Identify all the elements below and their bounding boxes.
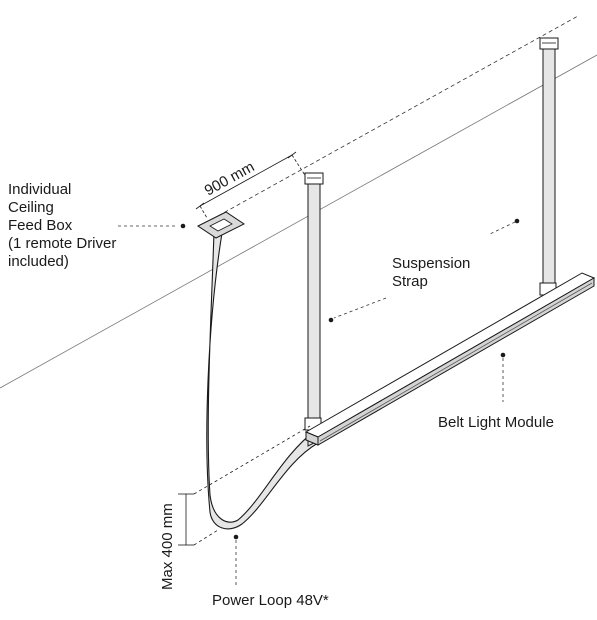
ceiling-feed-box	[197, 211, 245, 239]
feed-box-label: Individual Ceiling Feed Box (1 remote Dr…	[8, 181, 117, 270]
right-suspension-strap	[539, 37, 559, 307]
leader-lines	[118, 221, 516, 586]
power-loop-label: Power Loop 48V*	[212, 592, 329, 609]
left-suspension-strap	[304, 172, 324, 447]
belt-light-module-label: Belt Light Module	[438, 414, 554, 431]
power-loop-cable	[206, 230, 319, 530]
suspension-strap-label: Suspension Strap	[392, 255, 471, 290]
mounting-axis-line	[199, 15, 579, 227]
ceiling-plane-line	[0, 54, 597, 389]
loop-height-label: Max 400 mm	[159, 503, 176, 590]
loop-height-dimension	[178, 425, 311, 546]
belt-light-module	[304, 272, 596, 446]
spacing-dimension	[195, 151, 309, 219]
leader-dots	[180, 218, 520, 540]
